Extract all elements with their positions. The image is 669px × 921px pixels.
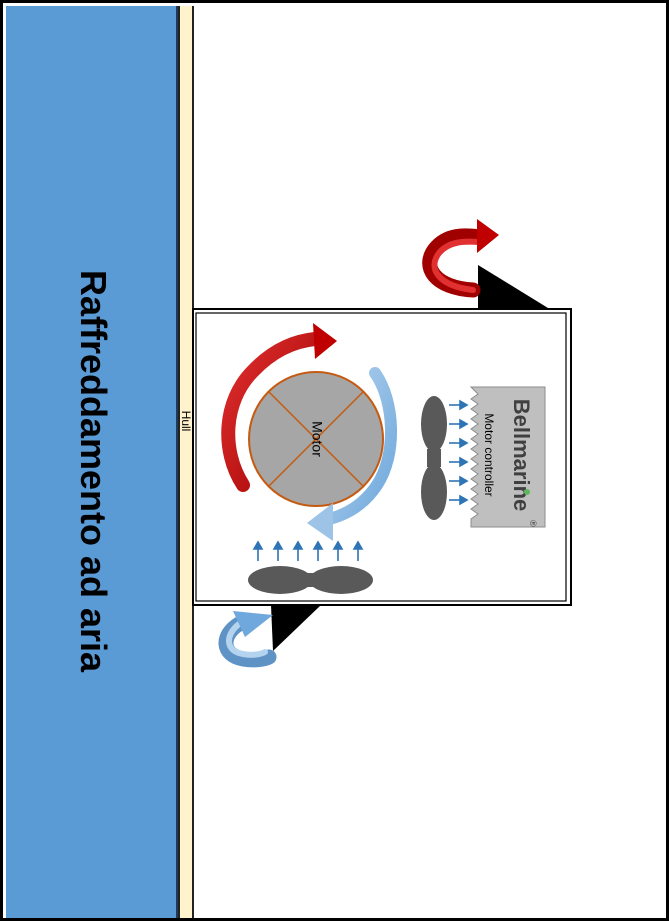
controller-fan-icon [421,396,447,520]
cooling-diagram: Motor [192,219,572,668]
controller-label: Motor controller [482,413,496,496]
motor: Motor [248,371,384,507]
brand-name: Bellmarine [509,399,534,512]
motor-heat-arc-icon [221,323,337,492]
title-panel: Raffreddamento ad aria [6,6,178,918]
brand-registered: ® [528,520,538,527]
bottom-vent-wedge [271,605,321,651]
motor-label: Motor [309,421,325,457]
top-vent-wedge [478,265,548,308]
hot-air-curved-arrow-icon [422,219,499,298]
cool-air-curved-arrow-icon [218,611,277,668]
motor-cooling-arc-icon [307,367,397,541]
controller-airflow-arrows [449,399,469,506]
motor-controller: Bellmarine ® Motor controller [469,386,546,528]
fan-airflow-arrows [252,540,364,561]
brand-dot-icon [524,489,530,495]
cooling-fan-icon [248,566,373,594]
